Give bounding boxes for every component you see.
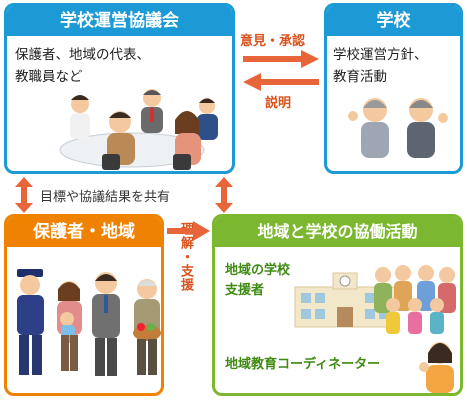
person-icon xyxy=(107,111,135,165)
mother-icon xyxy=(57,281,82,371)
person-icon xyxy=(348,98,389,158)
double-vertical-arrow-icon xyxy=(15,177,33,213)
school-box: 学校 学校運営方針、 教育活動 xyxy=(324,3,463,174)
father-icon xyxy=(92,272,120,376)
double-vertical-arrow-icon xyxy=(215,177,233,213)
person-icon xyxy=(141,89,163,133)
school-line2: 教育活動 xyxy=(333,69,387,85)
council-title: 学校運営協議会 xyxy=(7,6,232,36)
coordinator-label: 地域教育コーディネーター xyxy=(225,357,381,372)
council-box: 学校運営協議会 保護者、地域の代表、 教職員など xyxy=(4,3,235,174)
supporters-line1: 地域の学校 xyxy=(225,263,291,278)
council-members-line1: 保護者、地域の代表、 xyxy=(15,47,150,63)
supporters-line2: 支援者 xyxy=(225,283,265,298)
guardians-title: 保護者・地域 xyxy=(7,217,161,247)
right-arrow-icon xyxy=(243,50,319,68)
child-icon xyxy=(430,298,444,334)
school-title: 学校 xyxy=(327,6,460,36)
child-icon xyxy=(386,298,400,334)
council-members-line2: 教職員など xyxy=(15,69,83,85)
share-label: 目標や協議結果を共有 xyxy=(40,190,171,205)
coordinator-icon xyxy=(419,342,454,393)
collab-box: 地域と学校の協働活動 地域の学校 支援者 地域教育コーディネーター xyxy=(212,214,463,396)
understanding-support-label: 理解・支援 xyxy=(178,222,193,292)
person-icon xyxy=(197,98,218,140)
person-icon xyxy=(70,95,90,139)
explanation-label: 説明 xyxy=(265,96,292,111)
left-arrow-icon xyxy=(243,73,319,91)
teachers-illustration xyxy=(348,98,448,158)
community-illustration xyxy=(17,269,161,376)
right-arrow-icon xyxy=(167,221,210,241)
supporters-group-illustration xyxy=(374,265,456,334)
police-officer-icon xyxy=(17,269,44,375)
person-icon xyxy=(407,98,448,158)
guardians-box: 保護者・地域 xyxy=(4,214,164,396)
grandfather-icon xyxy=(133,279,161,375)
school-line1: 学校運営方針、 xyxy=(333,47,428,63)
meeting-illustration xyxy=(59,89,218,170)
opinion-approval-label: 意見・承認 xyxy=(240,34,306,49)
collab-title: 地域と学校の協働活動 xyxy=(215,217,460,247)
person-icon xyxy=(175,111,201,165)
child-icon xyxy=(408,298,422,334)
